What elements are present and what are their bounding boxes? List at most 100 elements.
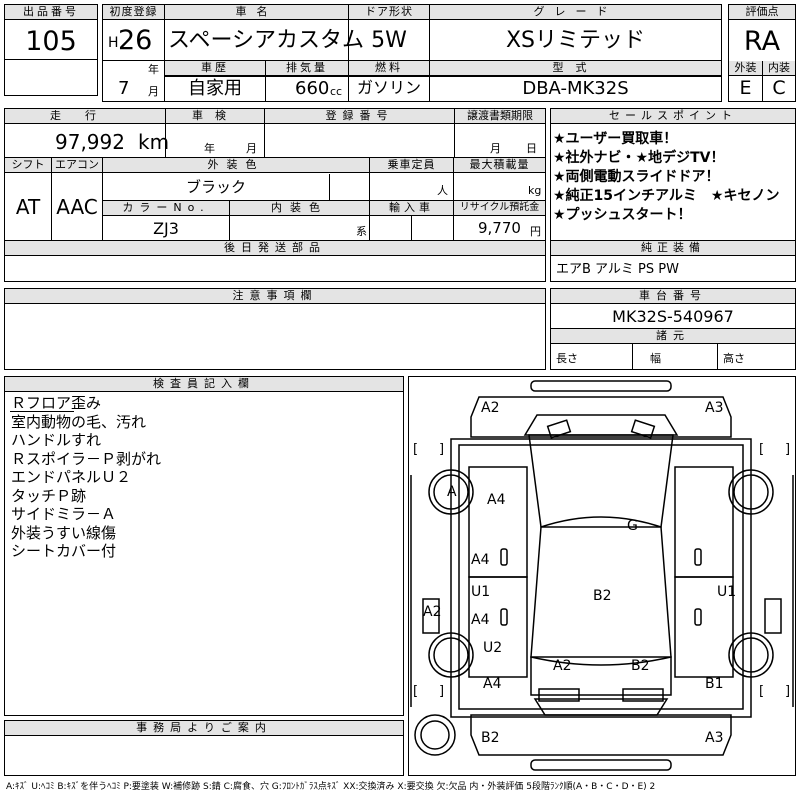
car-name-header: 車名 — [165, 5, 348, 20]
damage-mark: B1 — [705, 676, 724, 692]
chassis-number: MK32S-540967 — [612, 307, 734, 326]
doc-month-unit: 月 — [490, 142, 501, 155]
inspector-note: ハンドルすれ — [11, 431, 102, 449]
door-header: ドア形状 — [349, 5, 429, 20]
damage-mark: G — [627, 518, 638, 534]
transfer-doc-header: 譲渡書類期限 — [455, 109, 545, 124]
cc-unit: cc — [330, 85, 343, 98]
displacement: 660 — [295, 78, 330, 99]
later-parts-header: 後日発送部品 — [5, 241, 545, 256]
inspection-year-unit: 年 — [204, 142, 215, 155]
selling-points-box — [550, 108, 796, 282]
damage-mark: A4 — [471, 552, 490, 568]
kg-unit: kg — [528, 184, 542, 197]
office-header: 事務局よりご案内 — [5, 721, 403, 736]
inspector-note: シートカバー付 — [11, 542, 117, 560]
damage-mark: A4 — [487, 492, 506, 508]
inspector-note: サイドミラ－Ａ — [11, 505, 117, 523]
door-type: 5W — [371, 28, 407, 53]
car-outline-drawing — [410, 380, 794, 771]
selling-points-header: セールスポイント — [551, 109, 795, 124]
height-label: 高さ — [723, 352, 745, 365]
selling-point: ★プッシュスタート！ — [553, 207, 692, 223]
damage-mark: A4 — [471, 612, 490, 628]
model-code: DBA-MK32S — [522, 78, 629, 99]
inspector-note: Ｒスポイラ－Ｐ剥がれ — [11, 449, 162, 468]
vehicle-info-box — [102, 4, 722, 102]
color-no: ZJ3 — [153, 219, 179, 238]
damage-mark: B2 — [631, 658, 650, 674]
era: H — [108, 35, 119, 51]
chassis-header: 車台番号 — [551, 289, 795, 304]
damage-mark: A4 — [483, 676, 502, 692]
damage-diagram: A2 A3 A A4 G A4 U1 U1 B2 A2 A4 U2 A2 B2 … — [408, 376, 796, 776]
damage-mark: A2 — [423, 604, 442, 620]
notes-header: 注意事項欄 — [5, 289, 545, 304]
damage-mark: A2 — [553, 658, 572, 674]
bracket-mark: [ — [413, 684, 419, 699]
lot-number-header: 出品番号 — [5, 5, 97, 20]
year-unit: 年 — [148, 63, 159, 76]
bracket-mark: [ — [759, 442, 765, 457]
bracket-mark: ] — [439, 684, 445, 699]
month-unit: 月 — [148, 85, 159, 98]
chassis-box — [550, 288, 796, 370]
inspection-header: 車検 — [166, 109, 264, 124]
grade: XSリミテッド — [505, 28, 646, 53]
grade-header: グレード — [430, 5, 721, 20]
person-unit: 人 — [437, 184, 448, 197]
interior-grade: C — [772, 77, 786, 99]
shift: AT — [15, 195, 41, 219]
damage-mark: A3 — [705, 730, 724, 746]
interior-header: 内装 — [763, 61, 795, 76]
lot-number: 105 — [25, 26, 77, 57]
score-header: 評価点 — [729, 5, 795, 20]
inspector-note: 室内動物の毛、汚れ — [11, 412, 147, 431]
inspector-note: タッチＰ跡 — [11, 486, 87, 505]
bracket-mark: ] — [439, 442, 445, 457]
fuel: ガソリン — [356, 78, 421, 97]
int-color-header: 内装色 — [230, 201, 369, 216]
mileage: 97,992 — [55, 130, 125, 154]
reg-no-header: 登録番号 — [265, 109, 454, 124]
selling-point: ★社外ナビ・★地デジTV！ — [553, 150, 725, 166]
inspector-note: 外装うすい線傷 — [11, 523, 117, 542]
displacement-header: 排気量 — [266, 61, 348, 76]
length-label: 長さ — [556, 352, 578, 365]
score-box — [728, 4, 796, 102]
inspector-notes: Ｒフロア歪み 室内動物の毛、汚れ ハンドルすれ Ｒスポイラ－Ｐ剥がれ エンドパネ… — [11, 394, 161, 561]
capacity-header: 乗車定員 — [370, 158, 453, 173]
reg-month: 7 — [118, 78, 130, 99]
damage-mark: A — [447, 484, 457, 500]
series-unit: 系 — [356, 225, 367, 238]
damage-mark: A3 — [705, 400, 724, 416]
damage-mark: B2 — [481, 730, 500, 746]
km-unit: km — [138, 130, 170, 154]
selling-point: ★純正15インチアルミ ★キセノン — [553, 188, 780, 204]
bracket-mark: [ — [759, 684, 765, 699]
specs-header: 諸元 — [551, 329, 795, 344]
reg-year: 26 — [118, 25, 153, 56]
mileage-header: 走行 — [5, 109, 165, 124]
exterior-header: 外装 — [729, 61, 762, 76]
details-box — [4, 108, 546, 282]
ext-color: ブラック — [185, 178, 246, 196]
damage-mark: A2 — [481, 400, 500, 416]
recycle-header: リサイクル預託金 — [454, 201, 545, 216]
damage-mark: U1 — [471, 584, 491, 600]
std-equip: エアB アルミ PS PW — [556, 262, 679, 277]
damage-legend: A:ｷｽﾞ U:ﾍｺﾐ B:ｷｽﾞを伴うﾍｺﾐ P:要塗装 W:補修跡 S:錆 … — [6, 782, 656, 792]
yen-unit: 円 — [530, 225, 541, 238]
selling-points-list: ★ユーザー買取車！ ★社外ナビ・★地デジTV！ ★両側電動スライドドア！ ★純正… — [553, 130, 795, 225]
bracket-mark: ] — [785, 442, 791, 457]
damage-mark: U1 — [717, 584, 737, 600]
selling-point: ★ユーザー買取車！ — [553, 131, 678, 147]
bracket-mark: ] — [785, 684, 791, 699]
color-no-header: カラーNo. — [103, 201, 229, 216]
selling-point: ★両側電動スライドドア！ — [553, 169, 720, 185]
inspector-note: エンドパネルＵ２ — [11, 468, 132, 486]
std-equip-header: 純正装備 — [551, 241, 795, 256]
ext-color-header: 外装色 — [103, 158, 369, 173]
fuel-header: 燃料 — [349, 61, 429, 76]
office-box — [4, 720, 404, 776]
